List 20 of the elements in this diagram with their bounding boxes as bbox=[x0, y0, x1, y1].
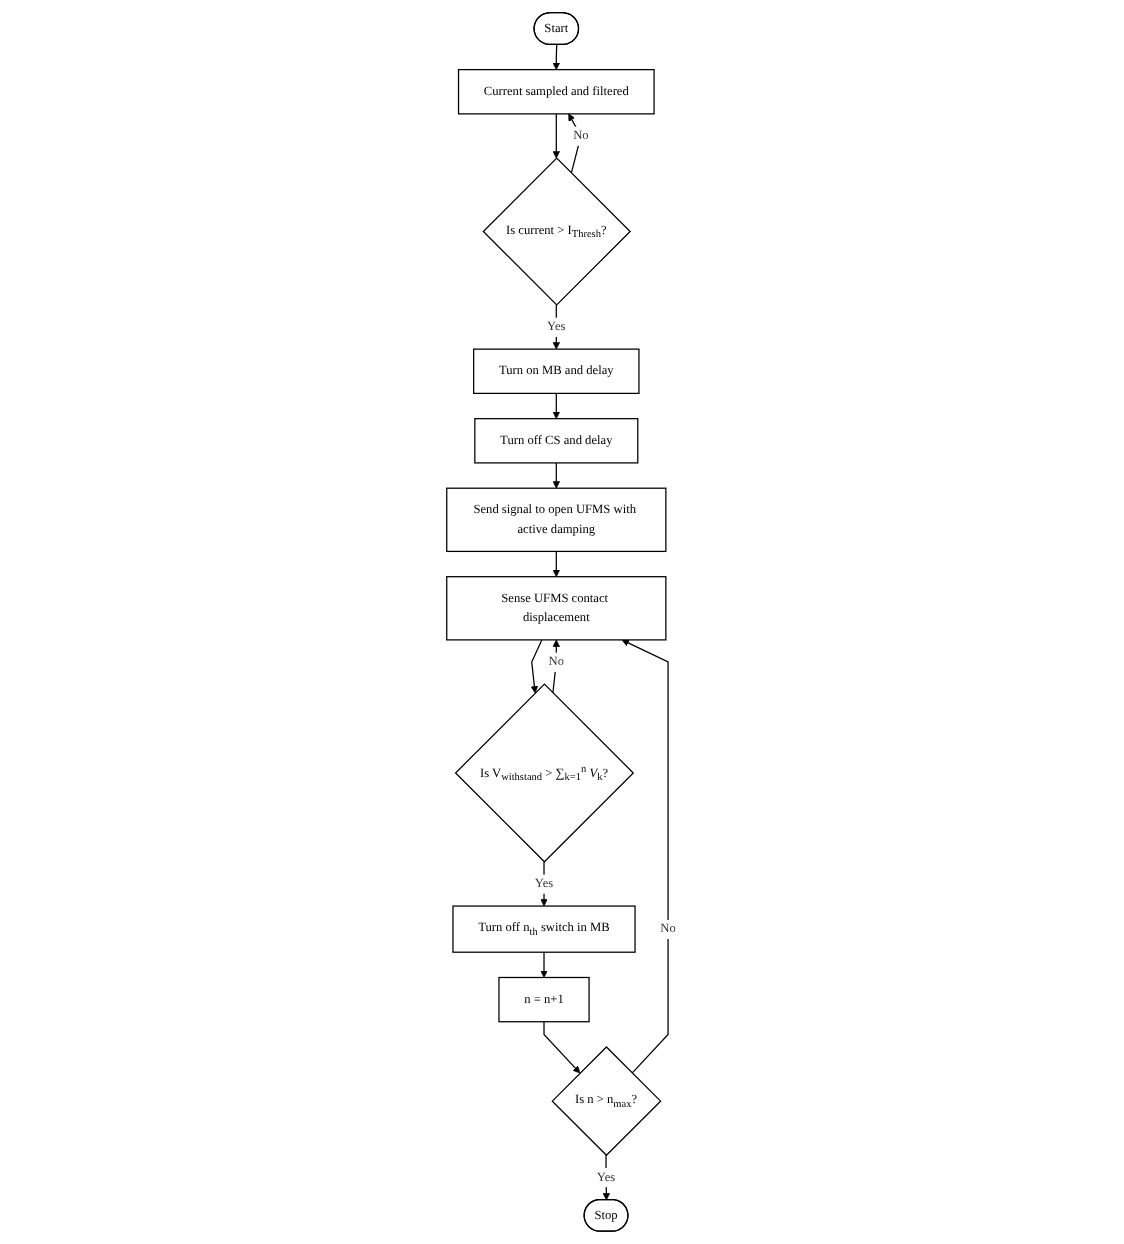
arrow bbox=[544, 1021, 581, 1074]
arrow bbox=[553, 550, 561, 578]
node-box bbox=[474, 418, 640, 464]
arrow bbox=[553, 392, 561, 420]
arrow bbox=[531, 639, 544, 694]
arrow bbox=[553, 304, 561, 350]
node-diamond bbox=[552, 1046, 663, 1157]
arrow bbox=[541, 951, 549, 978]
arrow bbox=[553, 113, 561, 159]
arrow bbox=[553, 462, 561, 489]
node-box bbox=[453, 905, 637, 953]
arrow bbox=[553, 44, 561, 70]
node-box bbox=[499, 976, 591, 1023]
node-diamond bbox=[455, 683, 635, 863]
node-diamond bbox=[483, 157, 632, 306]
arrow bbox=[622, 639, 670, 1074]
node-box bbox=[473, 348, 641, 395]
node-box bbox=[458, 69, 656, 115]
node-box bbox=[446, 576, 668, 641]
node-box bbox=[446, 487, 668, 553]
